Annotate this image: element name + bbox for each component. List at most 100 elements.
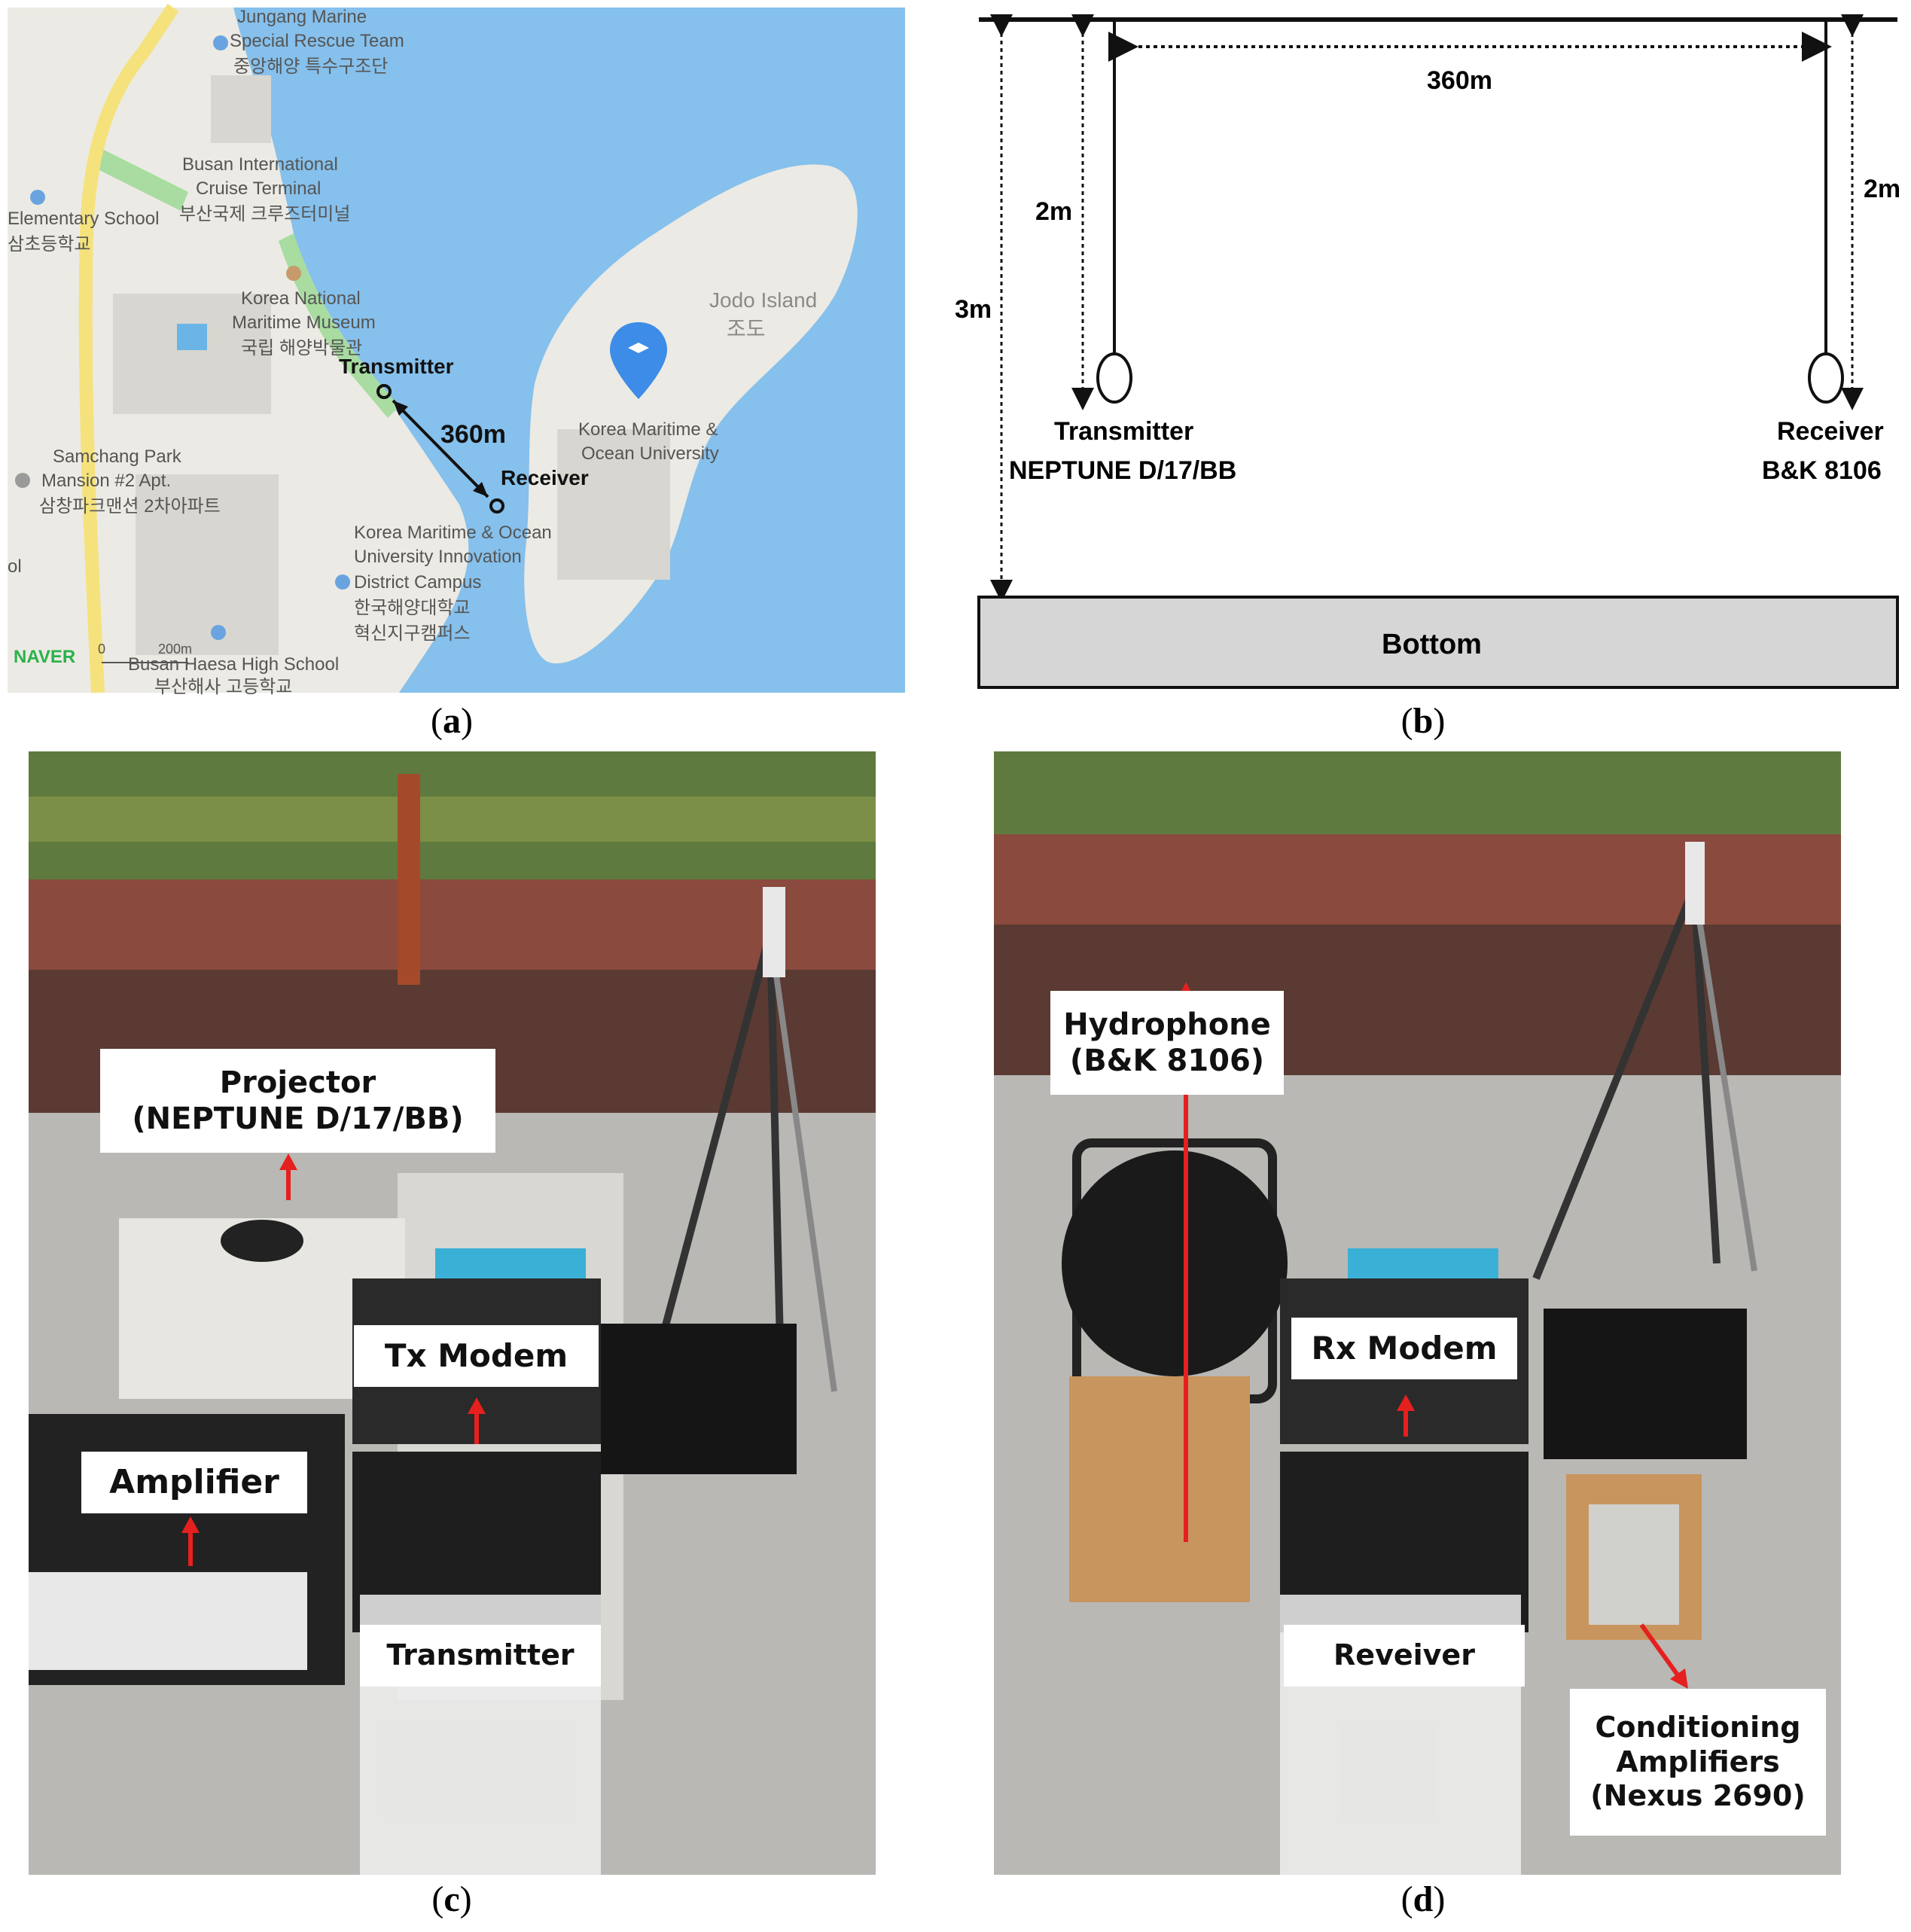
tripod-leg bbox=[1691, 886, 1757, 1272]
label-campus-1: Korea Maritime & Ocean bbox=[354, 523, 552, 543]
arrowhead-icon bbox=[468, 1397, 486, 1414]
scale-zero: 0 bbox=[98, 641, 105, 657]
blue-strip bbox=[1348, 1248, 1498, 1278]
scale-200m: 200m bbox=[158, 641, 192, 657]
label-campus-ko1: 한국해양대학교 bbox=[354, 598, 471, 618]
tx-modem-callout: Tx Modem bbox=[354, 1325, 599, 1387]
label-cruise-2: Cruise Terminal bbox=[196, 178, 321, 199]
label-museum-1: Korea National bbox=[241, 288, 361, 309]
label-jungang-2: Special Rescue Team bbox=[230, 31, 404, 51]
bottom-label: Bottom bbox=[1382, 629, 1482, 660]
projector-callout: Projector (NEPTUNE D/17/BB) bbox=[100, 1049, 495, 1153]
tx-title: Transmitter bbox=[1054, 417, 1193, 446]
tx-model: NEPTUNE D/17/BB bbox=[1009, 456, 1236, 485]
school-icon bbox=[30, 190, 45, 205]
conditioning-callout: Conditioning Amplifiers (Nexus 2690) bbox=[1570, 1689, 1826, 1836]
building bbox=[211, 75, 271, 143]
school-icon-2 bbox=[211, 625, 226, 640]
hydrophone-tube bbox=[1685, 842, 1705, 925]
panel-d-photo: Hydrophone (B&K 8106) Rx Modem Reveiver … bbox=[994, 751, 1841, 1875]
map-canvas: Jungang Marine Special Rescue Team 중앙해양 … bbox=[8, 4, 905, 697]
park-strip bbox=[279, 233, 399, 418]
building bbox=[113, 294, 271, 414]
tripod-leg bbox=[1690, 886, 1721, 1264]
label-jungang-1: Jungang Marine bbox=[237, 7, 367, 27]
caption-c: (c) bbox=[431, 1879, 472, 1919]
label-jungang-ko: 중앙해양 특수구조단 bbox=[233, 56, 388, 77]
campus-buildings bbox=[557, 429, 670, 580]
transmitter-marker-icon bbox=[376, 384, 392, 399]
arrowhead-icon bbox=[181, 1516, 200, 1533]
span-label: 360m bbox=[1427, 66, 1492, 95]
label-campus-ko2: 혁신지구캠퍼스 bbox=[354, 623, 471, 644]
tripod-leg bbox=[642, 931, 774, 1400]
label-haesa-ko: 부산해사 고등학교 bbox=[154, 677, 292, 697]
label-samchang-ko: 삼창파크맨션 2차아파트 bbox=[39, 496, 221, 517]
label-jodo-ko: 조도 bbox=[727, 317, 766, 340]
label-cruise-1: Busan International bbox=[182, 154, 338, 175]
label-campus-2: University Innovation bbox=[354, 547, 522, 567]
label-samchang-1: Samchang Park bbox=[53, 446, 182, 467]
arrowhead-icon bbox=[1397, 1394, 1415, 1411]
label-samchang-2: Mansion #2 Apt. bbox=[41, 471, 171, 491]
receiver-callout: Reveiver bbox=[1284, 1625, 1525, 1687]
university-pin-icon bbox=[610, 322, 667, 399]
label-campus-3: District Campus bbox=[354, 572, 481, 593]
nexus-unit bbox=[1589, 1504, 1679, 1625]
rx-modem-callout: Rx Modem bbox=[1291, 1318, 1517, 1379]
panel-a-map: Jungang Marine Special Rescue Team 중앙해양 … bbox=[8, 4, 905, 697]
arrowhead-icon bbox=[279, 1153, 297, 1170]
conditioning-label-2: Amplifiers bbox=[1616, 1745, 1780, 1778]
naver-logo: NAVER bbox=[14, 647, 75, 667]
cable-reel bbox=[1062, 1150, 1288, 1376]
projector-label-1: Projector bbox=[219, 1065, 376, 1100]
wooden-bench bbox=[994, 834, 1841, 925]
caption-b: (b) bbox=[1400, 701, 1446, 741]
post bbox=[398, 774, 420, 985]
arrowhead-icon bbox=[1670, 1668, 1688, 1689]
tx-photo-scene bbox=[29, 751, 876, 1875]
transmitter-label: Transmitter bbox=[386, 1638, 575, 1672]
hydrophone-callout: Hydrophone (B&K 8106) bbox=[1050, 991, 1284, 1095]
receiver-marker-icon bbox=[489, 498, 504, 513]
blue-strip bbox=[435, 1248, 586, 1278]
water-depth-label: 3m bbox=[955, 295, 992, 324]
arrowhead-icon bbox=[473, 482, 488, 497]
map-distance-label: 360m bbox=[440, 420, 506, 449]
cardboard-box bbox=[1069, 1376, 1250, 1602]
label-ol: ol bbox=[8, 556, 22, 577]
label-cruise-ko: 부산국제 크루즈터미널 bbox=[179, 204, 350, 224]
label-elementary: Elementary School bbox=[8, 209, 159, 229]
park-patch bbox=[90, 147, 188, 211]
rx-model: B&K 8106 bbox=[1762, 456, 1882, 485]
label-museum-2: Maritime Museum bbox=[232, 312, 376, 333]
seabed-block bbox=[977, 596, 1899, 689]
transmitter-callout: Transmitter bbox=[360, 1625, 601, 1687]
label-elementary-ko: 삼초등학교 bbox=[8, 234, 90, 254]
distance-line bbox=[392, 399, 489, 498]
panel-c-photo: Projector (NEPTUNE D/17/BB) Tx Modem Amp… bbox=[29, 751, 876, 1875]
map-transmitter-label: Transmitter bbox=[339, 355, 454, 378]
hydrophone-label-2: (B&K 8106) bbox=[1069, 1044, 1265, 1078]
hydrophone-label-1: Hydrophone bbox=[1063, 1007, 1271, 1042]
red-arrow-icon bbox=[1639, 1623, 1683, 1681]
projector-label-2: (NEPTUNE D/17/BB) bbox=[132, 1102, 464, 1136]
monitor bbox=[1544, 1309, 1747, 1459]
pool bbox=[177, 324, 207, 350]
apartment-icon bbox=[15, 473, 30, 488]
projector-device bbox=[221, 1220, 303, 1262]
conditioning-label-1: Conditioning bbox=[1595, 1711, 1801, 1745]
label-jodo: Jodo Island bbox=[709, 288, 817, 312]
receiver-label: Reveiver bbox=[1333, 1638, 1475, 1672]
label-kmou-2: Ocean University bbox=[581, 443, 719, 464]
label-kmou-1: Korea Maritime & bbox=[578, 419, 718, 440]
vegetation-light bbox=[29, 797, 876, 842]
tripod-leg bbox=[1532, 885, 1698, 1280]
rx-modem-label: Rx Modem bbox=[1311, 1329, 1498, 1367]
label-museum-ko: 국립 해양박물관 bbox=[241, 338, 362, 358]
map-receiver-label: Receiver bbox=[501, 466, 589, 489]
graduation-cap-icon bbox=[628, 343, 649, 353]
conditioning-label-3: (Nexus 2690) bbox=[1590, 1779, 1806, 1813]
caption-a: (a) bbox=[431, 701, 473, 741]
tx-modem-label: Tx Modem bbox=[384, 1336, 568, 1374]
